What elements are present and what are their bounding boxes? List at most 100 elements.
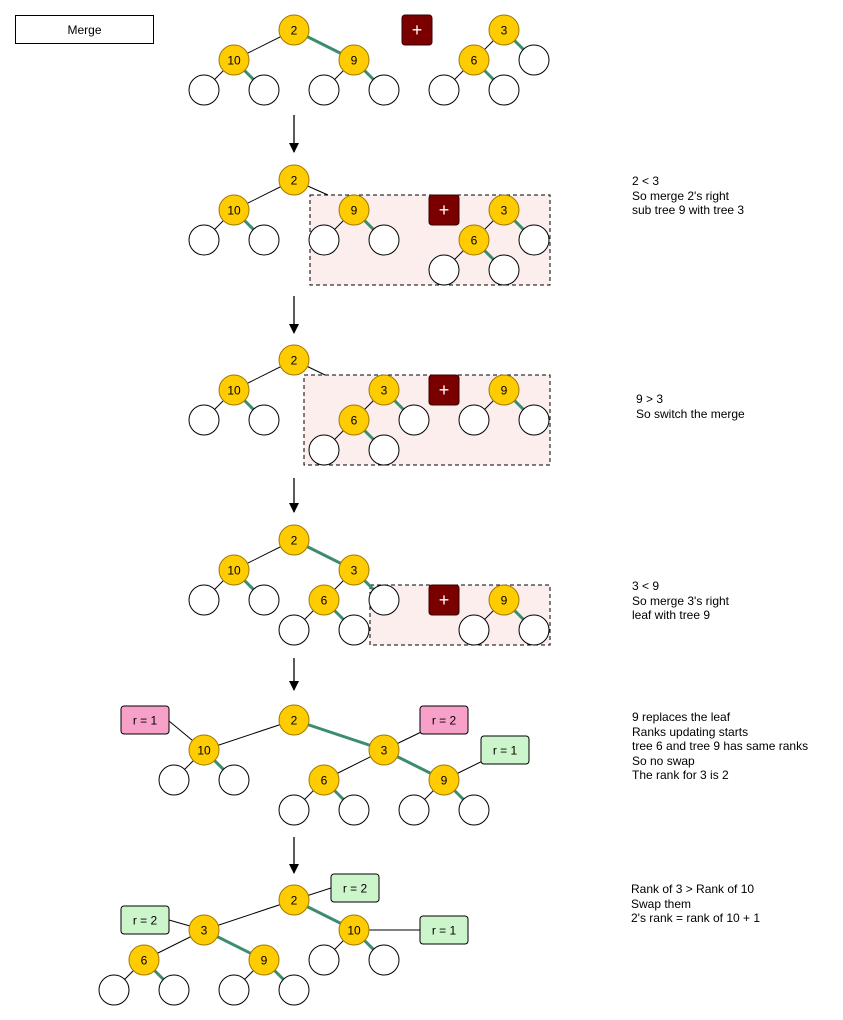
svg-text:r = 1: r = 1 bbox=[432, 924, 457, 938]
empty-leaf-node bbox=[188, 74, 220, 106]
svg-text:9: 9 bbox=[501, 384, 508, 398]
empty-leaf-node bbox=[308, 944, 340, 976]
tree-node-2: 2 bbox=[278, 884, 310, 916]
empty-leaf-node bbox=[458, 794, 490, 826]
empty-leaf-node bbox=[308, 224, 340, 256]
svg-text:9: 9 bbox=[501, 594, 508, 608]
svg-text:r = 2: r = 2 bbox=[133, 914, 158, 928]
rank-badge: r = 2 bbox=[120, 905, 170, 935]
merge-plus-icon: + bbox=[428, 374, 460, 406]
empty-leaf-node bbox=[458, 614, 490, 646]
tree-node-2: 2 bbox=[278, 164, 310, 196]
empty-leaf-node bbox=[518, 614, 550, 646]
empty-leaf-node bbox=[368, 584, 400, 616]
empty-leaf-node bbox=[518, 224, 550, 256]
svg-text:9: 9 bbox=[351, 204, 358, 218]
tree-node-9: 9 bbox=[428, 764, 460, 796]
svg-text:2: 2 bbox=[291, 24, 298, 38]
title-box: Merge bbox=[15, 15, 154, 44]
svg-text:2: 2 bbox=[291, 894, 298, 908]
merge-plus-icon: + bbox=[428, 584, 460, 616]
empty-leaf-node bbox=[188, 584, 220, 616]
svg-text:6: 6 bbox=[471, 54, 478, 68]
tree-node-3: 3 bbox=[488, 14, 520, 46]
left-edge bbox=[203, 719, 295, 751]
empty-leaf-node bbox=[248, 404, 280, 436]
svg-text:6: 6 bbox=[141, 954, 148, 968]
tree-node-10: 10 bbox=[218, 554, 250, 586]
left-edge bbox=[203, 899, 295, 931]
tree-node-6: 6 bbox=[308, 764, 340, 796]
tree-node-9: 9 bbox=[488, 374, 520, 406]
svg-text:10: 10 bbox=[197, 744, 211, 758]
svg-text:2: 2 bbox=[291, 354, 298, 368]
step-2-note: 9 > 3 So switch the merge bbox=[636, 392, 745, 421]
empty-leaf-node bbox=[338, 614, 370, 646]
svg-text:2: 2 bbox=[291, 174, 298, 188]
merge-plus-icon: + bbox=[401, 14, 433, 46]
svg-text:r = 2: r = 2 bbox=[343, 882, 368, 896]
empty-leaf-node bbox=[158, 764, 190, 796]
empty-leaf-node bbox=[398, 404, 430, 436]
step-3-note: 3 < 9 So merge 3's right leaf with tree … bbox=[632, 579, 730, 622]
rank-badge: r = 1 bbox=[419, 915, 469, 945]
tree-node-6: 6 bbox=[308, 584, 340, 616]
svg-text:3: 3 bbox=[501, 24, 508, 38]
svg-text:r = 1: r = 1 bbox=[133, 714, 158, 728]
tree-node-10: 10 bbox=[338, 914, 370, 946]
svg-text:+: + bbox=[412, 20, 423, 40]
tree-node-9: 9 bbox=[338, 44, 370, 76]
empty-leaf-node bbox=[428, 254, 460, 286]
tree-node-6: 6 bbox=[338, 404, 370, 436]
empty-leaf-node bbox=[368, 74, 400, 106]
tree-node-10: 10 bbox=[218, 44, 250, 76]
svg-text:6: 6 bbox=[321, 774, 328, 788]
tree-node-2: 2 bbox=[278, 704, 310, 736]
empty-leaf-node bbox=[368, 434, 400, 466]
empty-leaf-node bbox=[278, 794, 310, 826]
svg-text:3: 3 bbox=[381, 744, 388, 758]
tree-node-2: 2 bbox=[278, 344, 310, 376]
svg-text:9: 9 bbox=[351, 54, 358, 68]
tree-node-3: 3 bbox=[188, 914, 220, 946]
empty-leaf-node bbox=[278, 614, 310, 646]
empty-leaf-node bbox=[458, 404, 490, 436]
tree-node-2: 2 bbox=[278, 524, 310, 556]
empty-leaf-node bbox=[158, 974, 190, 1006]
tree-node-10: 10 bbox=[188, 734, 220, 766]
tree-node-3: 3 bbox=[368, 734, 400, 766]
empty-leaf-node bbox=[188, 224, 220, 256]
svg-text:10: 10 bbox=[227, 204, 241, 218]
step-5-note: Rank of 3 > Rank of 10 Swap them 2's ran… bbox=[631, 882, 761, 925]
empty-leaf-node bbox=[218, 764, 250, 796]
empty-leaf-node bbox=[368, 944, 400, 976]
right-edge bbox=[293, 718, 385, 752]
svg-text:10: 10 bbox=[227, 564, 241, 578]
svg-text:+: + bbox=[439, 380, 450, 400]
empty-leaf-node bbox=[248, 74, 280, 106]
tree-node-9: 9 bbox=[488, 584, 520, 616]
svg-text:3: 3 bbox=[501, 204, 508, 218]
svg-text:r = 1: r = 1 bbox=[493, 744, 518, 758]
empty-leaf-node bbox=[398, 794, 430, 826]
svg-text:+: + bbox=[439, 590, 450, 610]
rank-badge: r = 1 bbox=[480, 735, 530, 765]
svg-text:10: 10 bbox=[227, 384, 241, 398]
tree-node-9: 9 bbox=[248, 944, 280, 976]
svg-text:10: 10 bbox=[347, 924, 361, 938]
empty-leaf-node bbox=[98, 974, 130, 1006]
rank-badge: r = 2 bbox=[419, 705, 469, 735]
empty-leaf-node bbox=[278, 974, 310, 1006]
tree-node-6: 6 bbox=[458, 44, 490, 76]
step-4-note: 9 replaces the leaf Ranks updating start… bbox=[632, 710, 809, 782]
svg-text:6: 6 bbox=[351, 414, 358, 428]
empty-leaf-node bbox=[428, 74, 460, 106]
step-1-note: 2 < 3 So merge 2's right sub tree 9 with… bbox=[632, 174, 745, 217]
empty-leaf-node bbox=[248, 224, 280, 256]
empty-leaf-node bbox=[188, 404, 220, 436]
tree-node-6: 6 bbox=[458, 224, 490, 256]
svg-text:3: 3 bbox=[381, 384, 388, 398]
tree-node-3: 3 bbox=[368, 374, 400, 406]
tree-node-10: 10 bbox=[218, 194, 250, 226]
empty-leaf-node bbox=[518, 404, 550, 436]
